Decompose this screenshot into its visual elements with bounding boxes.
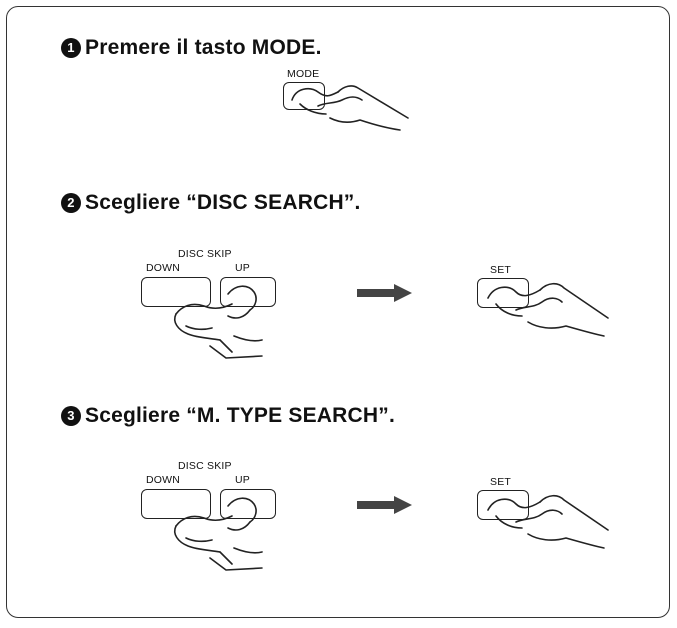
instruction-panel bbox=[6, 6, 670, 618]
arrow-right-icon bbox=[357, 284, 412, 302]
down-button-label-2: DOWN bbox=[146, 262, 181, 274]
set-button-2[interactable] bbox=[477, 278, 529, 308]
disc-skip-up-button-2[interactable] bbox=[220, 277, 276, 307]
hand-press-icon bbox=[487, 282, 609, 337]
step-1-number: 1 bbox=[61, 38, 81, 58]
up-button-label-3: UP bbox=[235, 474, 250, 486]
arrow-right-icon bbox=[357, 496, 412, 514]
step-1-heading: 1 Premere il tasto MODE. bbox=[61, 36, 322, 60]
disc-skip-down-button-3[interactable] bbox=[141, 489, 211, 519]
step-3-text: Scegliere “M. TYPE SEARCH”. bbox=[85, 404, 395, 427]
step-3-number: 3 bbox=[61, 406, 81, 426]
step-2-heading: 2 Scegliere “DISC SEARCH”. bbox=[61, 191, 361, 215]
hand-press-icon bbox=[291, 85, 409, 131]
disc-skip-label-3: DISC SKIP bbox=[178, 460, 232, 472]
set-button-label-2: SET bbox=[490, 264, 512, 276]
hand-press-icon bbox=[173, 497, 263, 571]
disc-skip-down-button-2[interactable] bbox=[141, 277, 211, 307]
up-button-label-2: UP bbox=[235, 262, 250, 274]
set-button-label-3: SET bbox=[490, 476, 512, 488]
disc-skip-up-button-3[interactable] bbox=[220, 489, 276, 519]
hand-press-icon bbox=[487, 494, 609, 549]
step-2-text: Scegliere “DISC SEARCH”. bbox=[85, 191, 361, 214]
down-button-label-3: DOWN bbox=[146, 474, 181, 486]
hand-press-icon bbox=[173, 285, 263, 359]
step-1-text: Premere il tasto MODE. bbox=[85, 36, 322, 59]
step-2-number: 2 bbox=[61, 193, 81, 213]
step-3-heading: 3 Scegliere “M. TYPE SEARCH”. bbox=[61, 404, 395, 428]
set-button-3[interactable] bbox=[477, 490, 529, 520]
disc-skip-label-2: DISC SKIP bbox=[178, 248, 232, 260]
mode-button-label: MODE bbox=[287, 68, 320, 80]
